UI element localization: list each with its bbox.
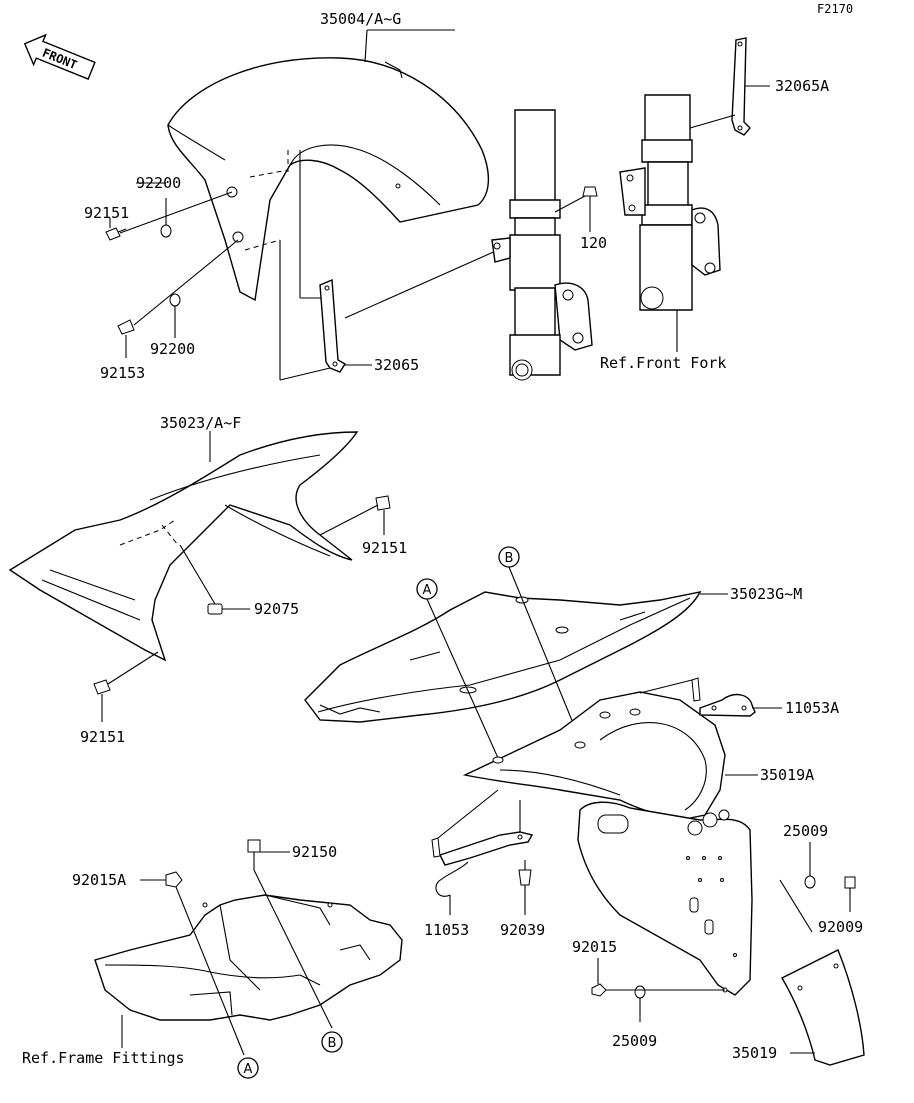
screw-92151-low [93, 679, 111, 695]
nut-92015 [591, 983, 607, 997]
rear-fender [462, 691, 753, 996]
svg-text:B: B [505, 551, 514, 566]
label-32065a: 32065A [775, 77, 829, 95]
washer-92200-top [160, 224, 172, 238]
label-32065: 32065 [374, 356, 419, 374]
screw-92151-top [105, 227, 127, 241]
bracket-32065a [731, 37, 751, 136]
bolt-92150 [247, 839, 261, 870]
label-92015a: 92015A [72, 871, 126, 889]
label-35023: 35023/A~F [160, 414, 241, 432]
label-92009: 92009 [818, 918, 863, 936]
label-92151-low: 92151 [80, 728, 125, 746]
label-92151-mid: 92151 [362, 539, 407, 557]
undertray [94, 894, 403, 1021]
bolt-120 [582, 186, 598, 232]
front-fender [167, 57, 489, 302]
clip-92075 [207, 603, 223, 615]
label-92015: 92015 [572, 938, 617, 956]
callout-a-bottom [237, 1057, 259, 1079]
tail-inner-cover [304, 591, 702, 723]
label-11053: 11053 [424, 921, 469, 939]
label-35019: 35019 [732, 1044, 777, 1062]
label-25009-bottom: 25009 [612, 1032, 657, 1050]
mud-flap [781, 949, 865, 1066]
label-ref-front-fork: Ref.Front Fork [600, 354, 726, 372]
bracket-11053 [431, 831, 534, 897]
svg-text:B: B [328, 1036, 337, 1051]
label-25009-right: 25009 [783, 822, 828, 840]
seat-cover [8, 431, 359, 662]
label-92039: 92039 [500, 921, 545, 939]
label-11053a: 11053A [785, 699, 839, 717]
label-92153: 92153 [100, 364, 145, 382]
screw-92153 [117, 319, 135, 335]
front-fork-right [619, 94, 721, 311]
label-ref-frame-fittings: Ref.Frame Fittings [22, 1049, 185, 1067]
callout-b-bottom [321, 1031, 343, 1053]
front-arrow-icon: FRONT [23, 33, 96, 80]
front-fork-left [491, 109, 593, 381]
bolt-92009 [844, 876, 856, 889]
label-120: 120 [580, 234, 607, 252]
label-92150: 92150 [292, 843, 337, 861]
nut-92015a [165, 871, 183, 888]
bracket-11053a [691, 677, 756, 717]
label-92151-top: 92151 [84, 204, 129, 222]
washer-25009-right [804, 875, 816, 889]
rivet-92039 [518, 860, 532, 886]
svg-text:A: A [423, 583, 432, 598]
washer-92200-bottom [169, 293, 181, 307]
label-92075: 92075 [254, 600, 299, 618]
label-35019a: 35019A [760, 766, 814, 784]
svg-text:A: A [244, 1062, 253, 1077]
figure-code: F2170 [817, 2, 853, 16]
label-92200-top: 92200 [136, 174, 181, 192]
screw-92151-mid [375, 495, 391, 511]
label-35004: 35004/A~G [320, 10, 401, 28]
washer-25009-bottom [634, 985, 646, 999]
bracket-32065 [319, 278, 346, 373]
label-92200-bottom: 92200 [150, 340, 195, 358]
label-35023g: 35023G~M [730, 585, 802, 603]
